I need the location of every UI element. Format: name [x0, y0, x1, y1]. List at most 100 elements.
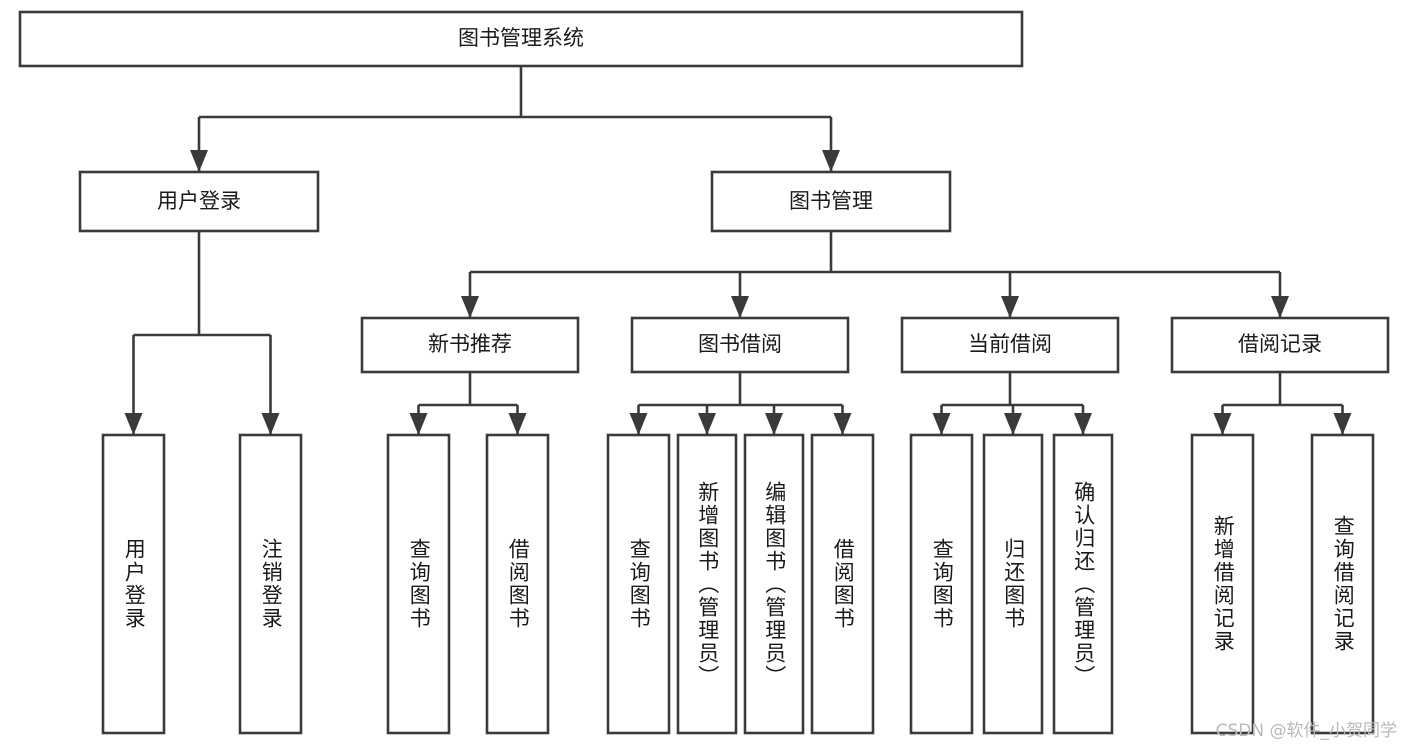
- node-box: [1310, 433, 1375, 735]
- node-boxes-layer: 图书管理系统用户登录用户登录注销登录图书管理新书推荐查询图书借阅图书图书借阅查询…: [18, 10, 1390, 735]
- node-label: 当前借阅: [968, 332, 1052, 357]
- node-record-query[interactable]: 查询借阅记录: [1310, 433, 1375, 735]
- node-box: [78, 170, 320, 233]
- node-label: 借阅记录: [1238, 332, 1322, 357]
- arrow-head-icon: [1333, 413, 1352, 435]
- node-current-return-book[interactable]: 归还图书: [982, 433, 1044, 735]
- node-box: [1052, 433, 1114, 735]
- arrow-head-icon: [190, 150, 208, 172]
- node-box: [676, 433, 738, 735]
- arrow-head-icon: [731, 296, 749, 318]
- node-label: 图书管理系统: [458, 26, 584, 51]
- node-new-book-recommend[interactable]: 新书推荐: [360, 316, 580, 374]
- arrow-head-icon: [1271, 296, 1289, 318]
- node-book-manage[interactable]: 图书管理: [710, 170, 952, 233]
- node-label-wrap: 编辑图书（管理员）: [762, 480, 787, 688]
- node-box: [606, 433, 671, 735]
- node-label-wrap: 归还图书: [1001, 538, 1026, 630]
- node-box: [743, 433, 805, 735]
- node-book-borrow[interactable]: 图书借阅: [630, 316, 850, 374]
- node-label-wrap: 查询图书: [407, 538, 432, 630]
- node-recommend-borrow-book[interactable]: 借阅图书: [485, 433, 550, 735]
- node-label-wrap: 查询图书: [627, 538, 652, 630]
- node-user-logout[interactable]: 注销登录: [238, 433, 303, 735]
- node-label: 编辑图书（管理员）: [762, 480, 787, 688]
- node-root[interactable]: 图书管理系统: [18, 10, 1024, 68]
- node-label-wrap: 借阅图书: [506, 538, 531, 630]
- node-label-wrap: 用户登录: [122, 538, 146, 630]
- node-label-wrap: 查询借阅记录: [1331, 515, 1356, 653]
- node-user-login-do[interactable]: 用户登录: [101, 433, 166, 735]
- arrow-head-icon: [1004, 413, 1022, 435]
- arrow-head-icon: [765, 413, 783, 435]
- node-box: [238, 433, 303, 735]
- node-label: 新书推荐: [428, 332, 512, 357]
- arrow-head-icon: [1213, 413, 1232, 435]
- arrow-head-icon: [833, 413, 852, 435]
- csdn-watermark: CSDN @软件_小贺同学: [1215, 721, 1397, 741]
- arrow-head-icon: [932, 413, 951, 435]
- node-label: 借阅图书: [506, 538, 531, 630]
- node-borrow-query-book[interactable]: 查询图书: [606, 433, 671, 735]
- arrow-head-icon: [461, 296, 479, 318]
- node-recommend-query-book[interactable]: 查询图书: [386, 433, 451, 735]
- arrow-head-icon: [698, 413, 716, 435]
- node-label: 查询图书: [930, 538, 955, 630]
- node-box: [900, 316, 1120, 374]
- node-label: 查询图书: [407, 538, 432, 630]
- node-current-borrow[interactable]: 当前借阅: [900, 316, 1120, 374]
- node-label-wrap: 注销登录: [259, 538, 284, 630]
- node-borrow-add-book[interactable]: 新增图书（管理员）: [676, 433, 738, 735]
- node-box: [360, 316, 580, 374]
- node-box: [909, 433, 974, 735]
- node-label: 注销登录: [259, 538, 284, 630]
- node-borrow-borrow-book[interactable]: 借阅图书: [810, 433, 875, 735]
- arrow-head-icon: [1074, 413, 1092, 435]
- node-label-wrap: 当前借阅: [968, 332, 1052, 357]
- node-current-confirm-return[interactable]: 确认归还（管理员）: [1052, 433, 1114, 735]
- node-box: [982, 433, 1044, 735]
- node-label-wrap: 图书管理系统: [458, 26, 584, 51]
- node-box: [630, 316, 850, 374]
- node-label-wrap: 新书推荐: [428, 332, 512, 357]
- arrow-head-icon: [261, 413, 280, 435]
- node-label: 归还图书: [1001, 538, 1026, 630]
- node-label: 用户登录: [157, 188, 241, 213]
- arrow-head-icon: [822, 150, 840, 172]
- node-label: 新增借阅记录: [1211, 515, 1236, 653]
- node-label-wrap: 确认归还（管理员）: [1071, 480, 1096, 688]
- node-label: 图书管理: [789, 188, 873, 213]
- node-borrow-record[interactable]: 借阅记录: [1170, 316, 1390, 374]
- arrow-head-icon: [1001, 296, 1019, 318]
- node-label-wrap: 借阅记录: [1238, 332, 1322, 357]
- node-box: [386, 433, 451, 735]
- arrow-head-icon: [124, 413, 143, 435]
- node-box: [710, 170, 952, 233]
- arrow-head-icon: [409, 413, 428, 435]
- node-box: [810, 433, 875, 735]
- node-label-wrap: 图书管理: [789, 188, 873, 213]
- node-record-add[interactable]: 新增借阅记录: [1190, 433, 1255, 735]
- node-label-wrap: 查询图书: [930, 538, 955, 630]
- node-label: 确认归还（管理员）: [1071, 480, 1096, 688]
- node-label-wrap: 新增图书（管理员）: [695, 480, 720, 688]
- arrow-head-icon: [508, 413, 527, 435]
- node-label: 图书借阅: [698, 332, 782, 357]
- node-borrow-edit-book[interactable]: 编辑图书（管理员）: [743, 433, 805, 735]
- node-label-wrap: 借阅图书: [831, 538, 855, 630]
- connector-lines-layer: [124, 66, 1352, 435]
- node-user-login[interactable]: 用户登录: [78, 170, 320, 233]
- node-box: [485, 433, 550, 735]
- node-box: [101, 433, 166, 735]
- node-label-wrap: 新增借阅记录: [1211, 515, 1236, 653]
- node-box: [1190, 433, 1255, 735]
- arrow-head-icon: [629, 413, 648, 435]
- node-box: [1170, 316, 1390, 374]
- node-label: 新增图书（管理员）: [695, 480, 720, 688]
- node-label-wrap: 用户登录: [157, 188, 241, 213]
- node-label: 查询图书: [627, 538, 652, 630]
- node-label: 查询借阅记录: [1331, 515, 1356, 653]
- node-current-query-book[interactable]: 查询图书: [909, 433, 974, 735]
